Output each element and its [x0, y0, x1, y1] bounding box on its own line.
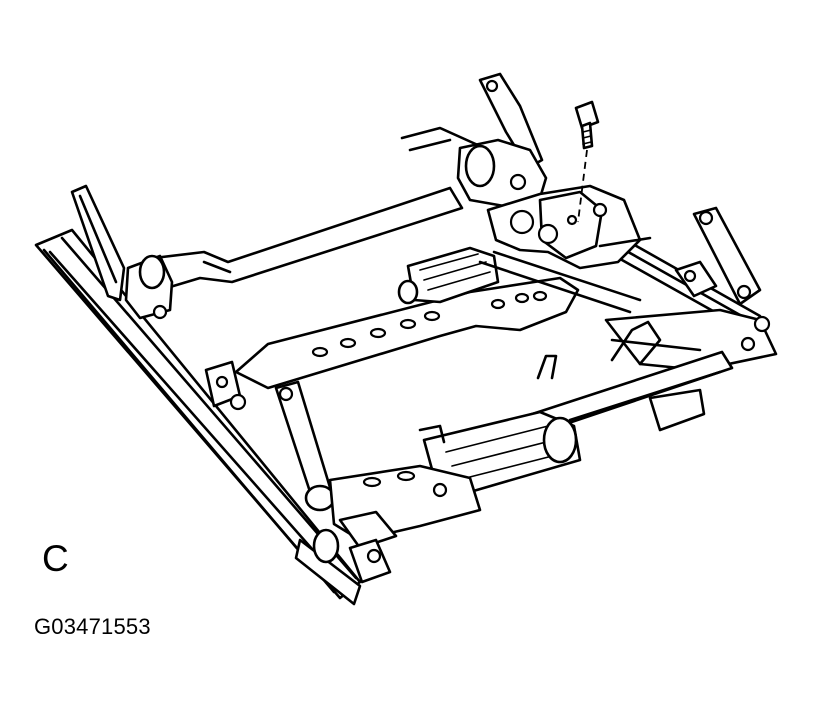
center-hook-tabs: [418, 320, 662, 444]
left-front-link: [274, 380, 336, 512]
front-torsion-bar: [124, 186, 464, 320]
rear-cross-rod: [478, 250, 642, 314]
center-cross-member: [204, 276, 580, 411]
upper-link-bracket: [400, 72, 548, 208]
left-front-lever: [70, 184, 126, 302]
front-bracket-assembly: [312, 464, 482, 584]
left-seat-rail: [34, 228, 362, 606]
rear-motor: [397, 246, 500, 305]
rear-mount-bracket: [486, 184, 652, 270]
right-rear-lever: [674, 206, 762, 306]
bolt-alignment-line: [577, 149, 588, 223]
figure-code: G03471553: [34, 614, 151, 639]
view-label: C: [42, 538, 69, 579]
mount-bolt: [574, 100, 600, 223]
